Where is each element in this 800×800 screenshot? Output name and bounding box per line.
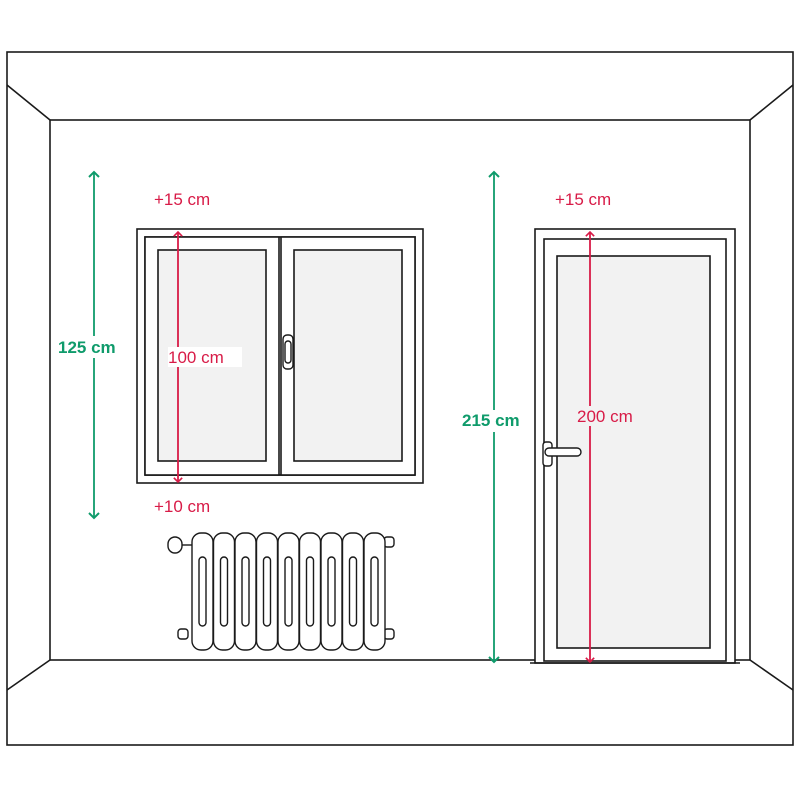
window bbox=[136, 228, 424, 484]
radiator-fin-slot bbox=[327, 556, 336, 627]
radiator-fin-slot bbox=[241, 556, 250, 627]
window-dimensions bbox=[60, 170, 242, 520]
radiator bbox=[167, 532, 395, 651]
door-top-margin-label: +15 cm bbox=[555, 190, 612, 209]
door-height-label: 200 cm bbox=[577, 407, 633, 426]
door-handle-icon bbox=[542, 441, 582, 467]
radiator-fin-slot bbox=[370, 556, 379, 627]
window-total-label: 125 cm bbox=[58, 338, 116, 357]
window-top-margin-label: +15 cm bbox=[154, 190, 211, 209]
window-bottom-margin-label: +10 cm bbox=[154, 497, 211, 516]
room-outline bbox=[6, 51, 794, 746]
radiator-fin-slot bbox=[305, 556, 315, 627]
radiator-fin-slot bbox=[284, 556, 293, 627]
handle-icon bbox=[282, 334, 294, 370]
door-dimensions bbox=[462, 170, 654, 664]
door-total-label: 215 cm bbox=[462, 411, 520, 430]
radiator-fin-slot bbox=[262, 556, 272, 627]
radiator-fin-slot bbox=[219, 556, 229, 627]
door bbox=[530, 228, 740, 664]
radiator-fin-slot bbox=[198, 556, 207, 627]
window-height-label: 100 cm bbox=[168, 348, 224, 367]
radiator-fin-slot bbox=[348, 556, 358, 627]
radiator-fins bbox=[191, 532, 386, 651]
